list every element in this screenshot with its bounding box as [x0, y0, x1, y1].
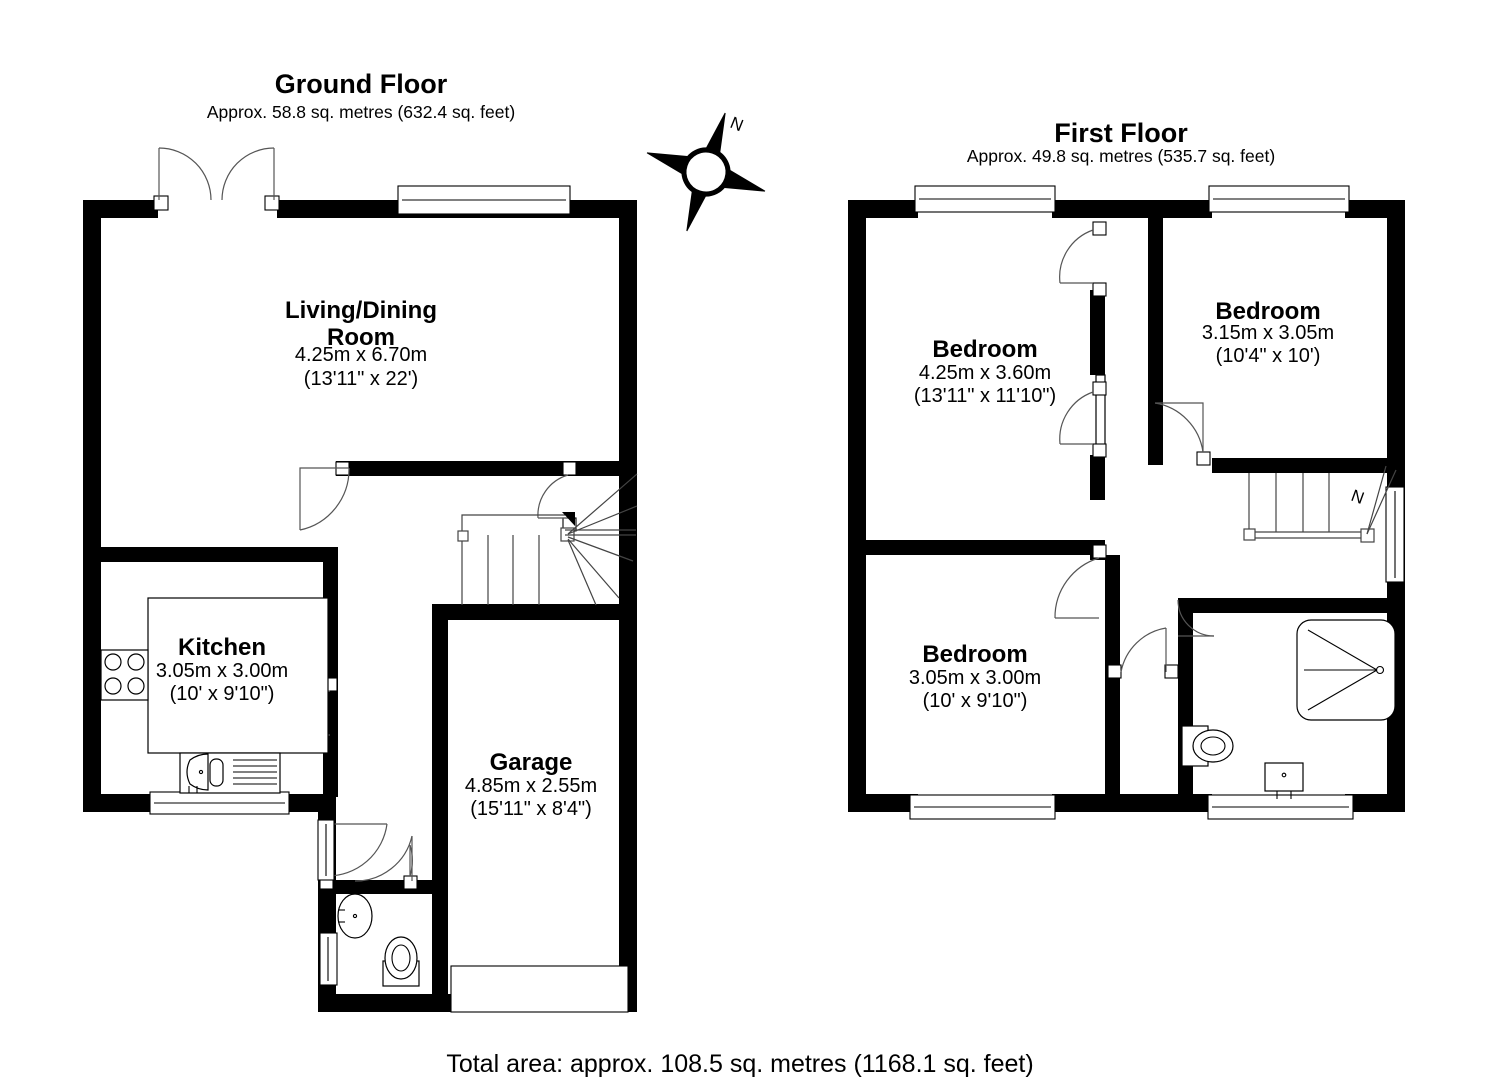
room-name: Bedroom: [1215, 298, 1320, 325]
gf-wall-living-south: [336, 461, 626, 476]
room-name: Garage: [490, 749, 573, 776]
room-label-bedroom-2: Bedroom 3.15m x 3.05m (10'4" x 10'): [1202, 298, 1334, 367]
room-label-garage: Garage 4.85m x 2.55m (15'11" x 8'4"): [465, 749, 597, 820]
ground-floor-title: Ground Floor: [275, 69, 448, 99]
compass-center-ring: [681, 147, 731, 197]
window-icon: [149, 791, 290, 815]
sink-icon: [179, 752, 281, 794]
ff-wall-bed3-east: [1105, 555, 1120, 812]
room-name: Living/Dining: [285, 297, 437, 324]
room-label-kitchen: Kitchen 3.05m x 3.00m (10' x 9'10"): [156, 634, 288, 705]
ff-wall-bed3-north: [848, 540, 1091, 555]
window-icon: [1385, 486, 1405, 583]
door-icon: [1059, 381, 1107, 458]
toilet-icon: [382, 936, 420, 987]
room-name: Kitchen: [178, 634, 266, 661]
gf-wall-garage-north: [432, 604, 628, 620]
room-dim-imperial: (10' x 9'10"): [170, 683, 275, 705]
ff-wall-south-mid: [1052, 794, 1212, 812]
door-icon: [1059, 221, 1107, 297]
ff-wall-west: [848, 200, 866, 812]
first-floor-title: First Floor: [1054, 118, 1188, 148]
ff-wall-bath-west: [1178, 598, 1193, 812]
door-icon: [403, 844, 418, 890]
stairs-icon: [1243, 465, 1397, 543]
basin-icon: [1264, 762, 1304, 799]
room-dim-imperial: (13'11" x 11'10"): [914, 385, 1056, 407]
compass-rose-icon: [646, 112, 766, 232]
door-icon: [1107, 627, 1179, 679]
ground-floor-heading: Ground Floor Approx. 58.8 sq. metres (63…: [207, 69, 515, 122]
window-icon: [317, 819, 335, 881]
first-floor-plan: N Bedroom 4.25m x 3.60m (13'11" x 11'10"…: [848, 185, 1405, 820]
room-dim-imperial: (10' x 9'10"): [923, 690, 1028, 712]
ff-wall-south-right: [1345, 794, 1405, 812]
room-dim-imperial: (10'4" x 10'): [1216, 345, 1321, 367]
door-icon: [1177, 599, 1215, 637]
gf-wall-wc-north: [318, 880, 438, 894]
stair-direction-label: N: [1349, 486, 1367, 508]
ff-wall-south-left: [848, 794, 918, 812]
first-floor-area: Approx. 49.8 sq. metres (535.7 sq. feet): [967, 146, 1275, 166]
hob-icon: [100, 649, 149, 701]
total-area-text: Total area: approx. 108.5 sq. metres (11…: [446, 1050, 1033, 1078]
window-icon: [319, 932, 338, 986]
door-icon: [1054, 544, 1107, 619]
gf-wall-kitchen-north: [83, 547, 338, 562]
french-door-icon: [153, 147, 280, 211]
ff-wall-bed1-east-a: [1090, 290, 1105, 375]
basin-icon: [337, 893, 373, 939]
first-floor-heading: First Floor Approx. 49.8 sq. metres (535…: [967, 118, 1275, 166]
gf-wall-north-left: [83, 200, 158, 218]
ff-wall-bed2-south: [1212, 458, 1405, 473]
ff-wall-north-mid: [1052, 200, 1212, 218]
gf-wall-west: [83, 200, 101, 812]
room-dim-metric: 3.05m x 3.00m: [156, 660, 288, 682]
room-dim-metric: 3.15m x 3.05m: [1202, 322, 1334, 344]
garage-door-icon: [450, 965, 629, 1013]
ff-wall-bath-north: [1178, 598, 1405, 613]
room-label-bedroom-3: Bedroom 3.05m x 3.00m (10' x 9'10"): [909, 641, 1041, 712]
window-icon: [1208, 185, 1350, 213]
gf-wall-garage-west: [432, 604, 448, 999]
window-icon: [397, 185, 571, 215]
ff-wall-north-left: [848, 200, 918, 218]
compass-north-label: N: [728, 113, 747, 135]
room-dim-imperial: (15'11" x 8'4"): [470, 798, 592, 820]
room-dim-metric: 3.05m x 3.00m: [909, 667, 1041, 689]
door-icon: [1154, 402, 1211, 466]
kitchen-units-outline: [147, 597, 329, 754]
room-name: Bedroom: [922, 641, 1027, 668]
room-name: Bedroom: [932, 336, 1037, 363]
room-label-bedroom-1: Bedroom 4.25m x 3.60m (13'11" x 11'10"): [914, 336, 1056, 407]
room-dim-metric: 4.25m x 6.70m: [295, 344, 427, 366]
window-icon: [1207, 794, 1354, 820]
window-icon: [914, 185, 1056, 213]
bath-icon: [1296, 619, 1396, 721]
ground-floor-plan: Living/Dining Room 4.25m x 6.70m (13'11"…: [83, 147, 638, 1013]
toilet-icon: [1181, 725, 1234, 767]
door-icon: [354, 835, 413, 882]
room-name-line2: Room: [327, 324, 395, 351]
ground-floor-area: Approx. 58.8 sq. metres (632.4 sq. feet): [207, 102, 515, 122]
ff-wall-bed1-east-b: [1090, 455, 1105, 500]
stairs-icon: [457, 473, 638, 606]
room-dim-imperial: (13'11" x 22'): [304, 368, 418, 390]
room-dim-metric: 4.25m x 3.60m: [919, 362, 1051, 384]
door-icon: [299, 461, 350, 531]
window-icon: [909, 794, 1056, 820]
room-label-living-dining: Living/Dining Room 4.25m x 6.70m (13'11"…: [285, 297, 437, 390]
ff-wall-landing-east: [1148, 218, 1163, 465]
room-dim-metric: 4.85m x 2.55m: [465, 775, 597, 797]
